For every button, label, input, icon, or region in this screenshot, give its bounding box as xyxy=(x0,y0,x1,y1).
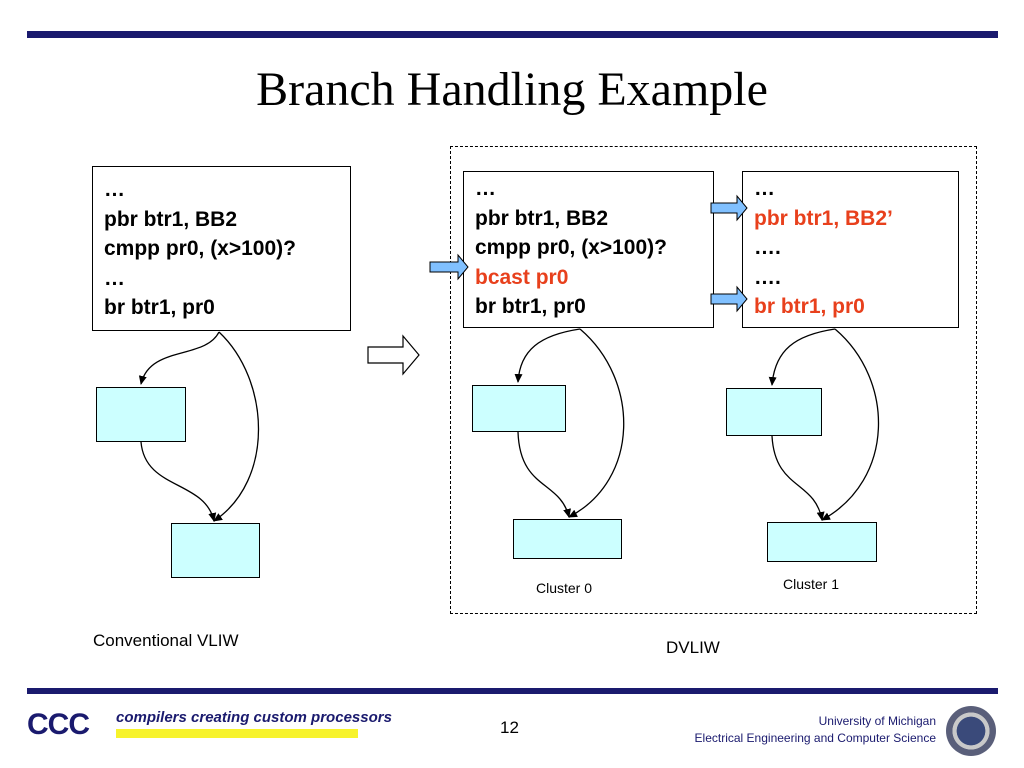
logo-stripe xyxy=(116,729,358,738)
page-number: 12 xyxy=(500,718,519,737)
dvliw-cluster-frame xyxy=(450,146,977,614)
code-line: pbr btr1, BB2 xyxy=(104,207,238,231)
edge-fallthrough xyxy=(138,331,220,385)
cluster0-taken-block xyxy=(472,385,566,432)
university-seal-icon xyxy=(946,706,996,756)
conventional-code-block: … pbr btr1, BB2 cmpp pr0, (x>100)? … br … xyxy=(92,166,351,331)
conventional-target-block xyxy=(171,523,260,578)
cluster1-target-block xyxy=(767,522,877,562)
code-line: br btr1, pr0 xyxy=(104,296,215,319)
cluster0-target-block xyxy=(513,519,622,559)
code-line: cmpp pr0, (x>100)? xyxy=(104,237,296,260)
edge-taken xyxy=(568,328,625,518)
code-line: …. xyxy=(754,265,781,289)
edge-block-to-target xyxy=(517,431,571,518)
dvliw-caption: DVLIW xyxy=(666,638,720,657)
pbr-pointer-arrow xyxy=(710,194,748,222)
edge-taken xyxy=(821,328,880,521)
code-line: pbr btr1, BB2 xyxy=(475,206,609,230)
cluster0-label: Cluster 0 xyxy=(536,580,593,596)
edge-block-to-target xyxy=(771,435,825,521)
cluster1-label: Cluster 1 xyxy=(783,576,840,592)
code-line: … xyxy=(104,266,125,290)
code-line-br: br btr1, pr0 xyxy=(754,295,865,318)
ccc-logo-mark: CCC xyxy=(27,708,90,741)
code-line: …. xyxy=(754,236,781,259)
logo-tagline: compilers creating custom processors xyxy=(116,709,392,726)
code-line-pbr: pbr btr1, BB2’ xyxy=(754,206,893,230)
cluster1-code-block: … pbr btr1, BB2’ …. …. br btr1, pr0 xyxy=(742,171,959,328)
university-name: University of Michigan xyxy=(818,714,936,728)
code-line: … xyxy=(754,177,775,200)
bottom-rule xyxy=(27,688,998,694)
br-pointer-arrow xyxy=(710,285,748,313)
edge-block-to-target xyxy=(140,441,217,522)
cluster0-code-block: … pbr btr1, BB2 cmpp pr0, (x>100)? bcast… xyxy=(463,171,714,328)
cluster1-taken-block xyxy=(726,388,822,436)
code-line: … xyxy=(475,177,496,200)
code-line-bcast: bcast pr0 xyxy=(475,265,569,289)
conventional-taken-block xyxy=(96,387,186,442)
footer-affiliation: University of Michigan Electrical Engine… xyxy=(695,713,936,747)
edge-fallthrough xyxy=(768,328,836,386)
edge-taken xyxy=(213,331,260,522)
bcast-pointer-arrow xyxy=(429,253,469,281)
slide-title: Branch Handling Example xyxy=(256,63,768,116)
transform-arrow xyxy=(367,334,420,376)
department-name: Electrical Engineering and Computer Scie… xyxy=(694,731,936,745)
top-rule xyxy=(27,31,998,38)
code-line: br btr1, pr0 xyxy=(475,295,586,318)
conventional-caption: Conventional VLIW xyxy=(93,631,239,650)
code-line: … xyxy=(104,178,125,201)
edge-fallthrough xyxy=(514,328,581,383)
code-line: cmpp pr0, (x>100)? xyxy=(475,236,667,259)
